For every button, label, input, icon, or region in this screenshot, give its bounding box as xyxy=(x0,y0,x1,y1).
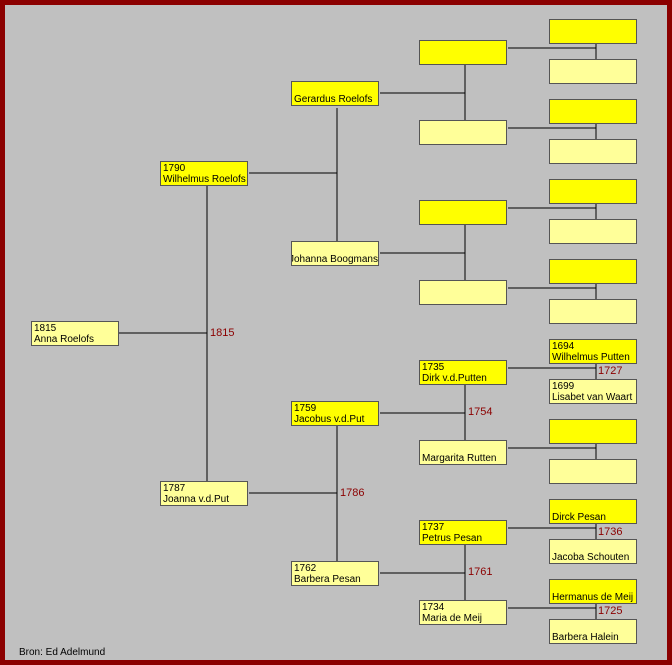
person-jacobus-vd-put[interactable]: 1759 Jacobus v.d.Put xyxy=(291,401,379,426)
pedigree-chart-frame: 1815 Anna Roelofs 1790 Wilhelmus Roelofs… xyxy=(5,5,667,660)
empty-person-box[interactable] xyxy=(549,139,637,164)
empty-person-box[interactable] xyxy=(419,40,507,65)
person-name: Hermanus de Meij xyxy=(552,592,634,603)
person-year: 1734 xyxy=(422,602,445,613)
person-dirck-pesan[interactable]: Dirck Pesan xyxy=(549,499,637,524)
empty-person-box[interactable] xyxy=(549,179,637,204)
marriage-year-1727: 1727 xyxy=(598,365,623,377)
empty-person-box[interactable] xyxy=(549,459,637,484)
person-wilhelmus-putten[interactable]: 1694 Wilhelmus Putten xyxy=(549,339,637,364)
person-year: 1735 xyxy=(422,362,445,373)
person-joanna-vd-put[interactable]: 1787 Joanna v.d.Put xyxy=(160,481,248,506)
marriage-year-1754: 1754 xyxy=(468,406,493,418)
person-margarita-rutten[interactable]: Margarita Rutten xyxy=(419,440,507,465)
person-year: 1815 xyxy=(34,323,57,334)
person-name: Jacobus v.d.Put xyxy=(294,414,365,425)
person-name: Wilhelmus Roelofs xyxy=(163,174,246,185)
person-maria-de-meij[interactable]: 1734 Maria de Meij xyxy=(419,600,507,625)
person-lisabet-van-waart[interactable]: 1699 Lisabet van Waart xyxy=(549,379,637,404)
person-name: Jacoba Schouten xyxy=(552,552,630,563)
marriage-year-1815: 1815 xyxy=(210,327,235,339)
person-name: Barbera Pesan xyxy=(294,574,361,585)
person-name: Barbera Halein xyxy=(552,632,619,643)
marriage-year-1725: 1725 xyxy=(598,605,623,617)
empty-person-box[interactable] xyxy=(419,200,507,225)
person-name: Petrus Pesan xyxy=(422,533,483,544)
person-wilhelmus-roelofs[interactable]: 1790 Wilhelmus Roelofs xyxy=(160,161,248,186)
person-name: Dirck Pesan xyxy=(552,512,606,523)
person-barbera-halein[interactable]: Barbera Halein xyxy=(549,619,637,644)
person-hermanus-de-meij[interactable]: Hermanus de Meij xyxy=(549,579,637,604)
person-year: 1699 xyxy=(552,381,575,392)
empty-person-box[interactable] xyxy=(549,259,637,284)
empty-person-box[interactable] xyxy=(419,120,507,145)
person-barbera-pesan[interactable]: 1762 Barbera Pesan xyxy=(291,561,379,586)
source-credit: Bron: Ed Adelmund xyxy=(19,647,106,658)
person-year: 1787 xyxy=(163,483,186,494)
person-petrus-pesan[interactable]: 1737 Petrus Pesan xyxy=(419,520,507,545)
person-gerardus-roelofs[interactable]: Gerardus Roelofs xyxy=(291,81,379,106)
marriage-year-1736: 1736 xyxy=(598,526,623,538)
person-name: Wilhelmus Putten xyxy=(552,352,630,363)
person-johanna-boogmans[interactable]: Johanna Boogmans xyxy=(291,241,379,266)
person-name: Lisabet van Waart xyxy=(552,392,633,403)
person-name: Gerardus Roelofs xyxy=(294,94,373,105)
person-year: 1694 xyxy=(552,341,575,352)
empty-person-box[interactable] xyxy=(419,280,507,305)
empty-person-box[interactable] xyxy=(549,59,637,84)
person-year: 1762 xyxy=(294,563,317,574)
person-jacoba-schouten[interactable]: Jacoba Schouten xyxy=(549,539,637,564)
empty-person-box[interactable] xyxy=(549,219,637,244)
person-name: Anna Roelofs xyxy=(34,334,95,345)
person-dirk-vd-putten[interactable]: 1735 Dirk v.d.Putten xyxy=(419,360,507,385)
marriage-year-1761: 1761 xyxy=(468,566,493,578)
person-name: Maria de Meij xyxy=(422,613,483,624)
person-name: Dirk v.d.Putten xyxy=(422,373,487,384)
connector-lines xyxy=(118,31,597,630)
person-year: 1737 xyxy=(422,522,445,533)
marriage-year-1786: 1786 xyxy=(340,487,365,499)
empty-person-box[interactable] xyxy=(549,99,637,124)
person-year: 1790 xyxy=(163,163,186,174)
person-name: Joanna v.d.Put xyxy=(163,494,229,505)
person-name: Johanna Boogmans xyxy=(291,254,378,265)
empty-person-box[interactable] xyxy=(549,419,637,444)
person-year: 1759 xyxy=(294,403,317,414)
person-anna-roelofs[interactable]: 1815 Anna Roelofs xyxy=(31,321,119,346)
person-name: Margarita Rutten xyxy=(422,453,497,464)
empty-person-box[interactable] xyxy=(549,19,637,44)
empty-person-box[interactable] xyxy=(549,299,637,324)
